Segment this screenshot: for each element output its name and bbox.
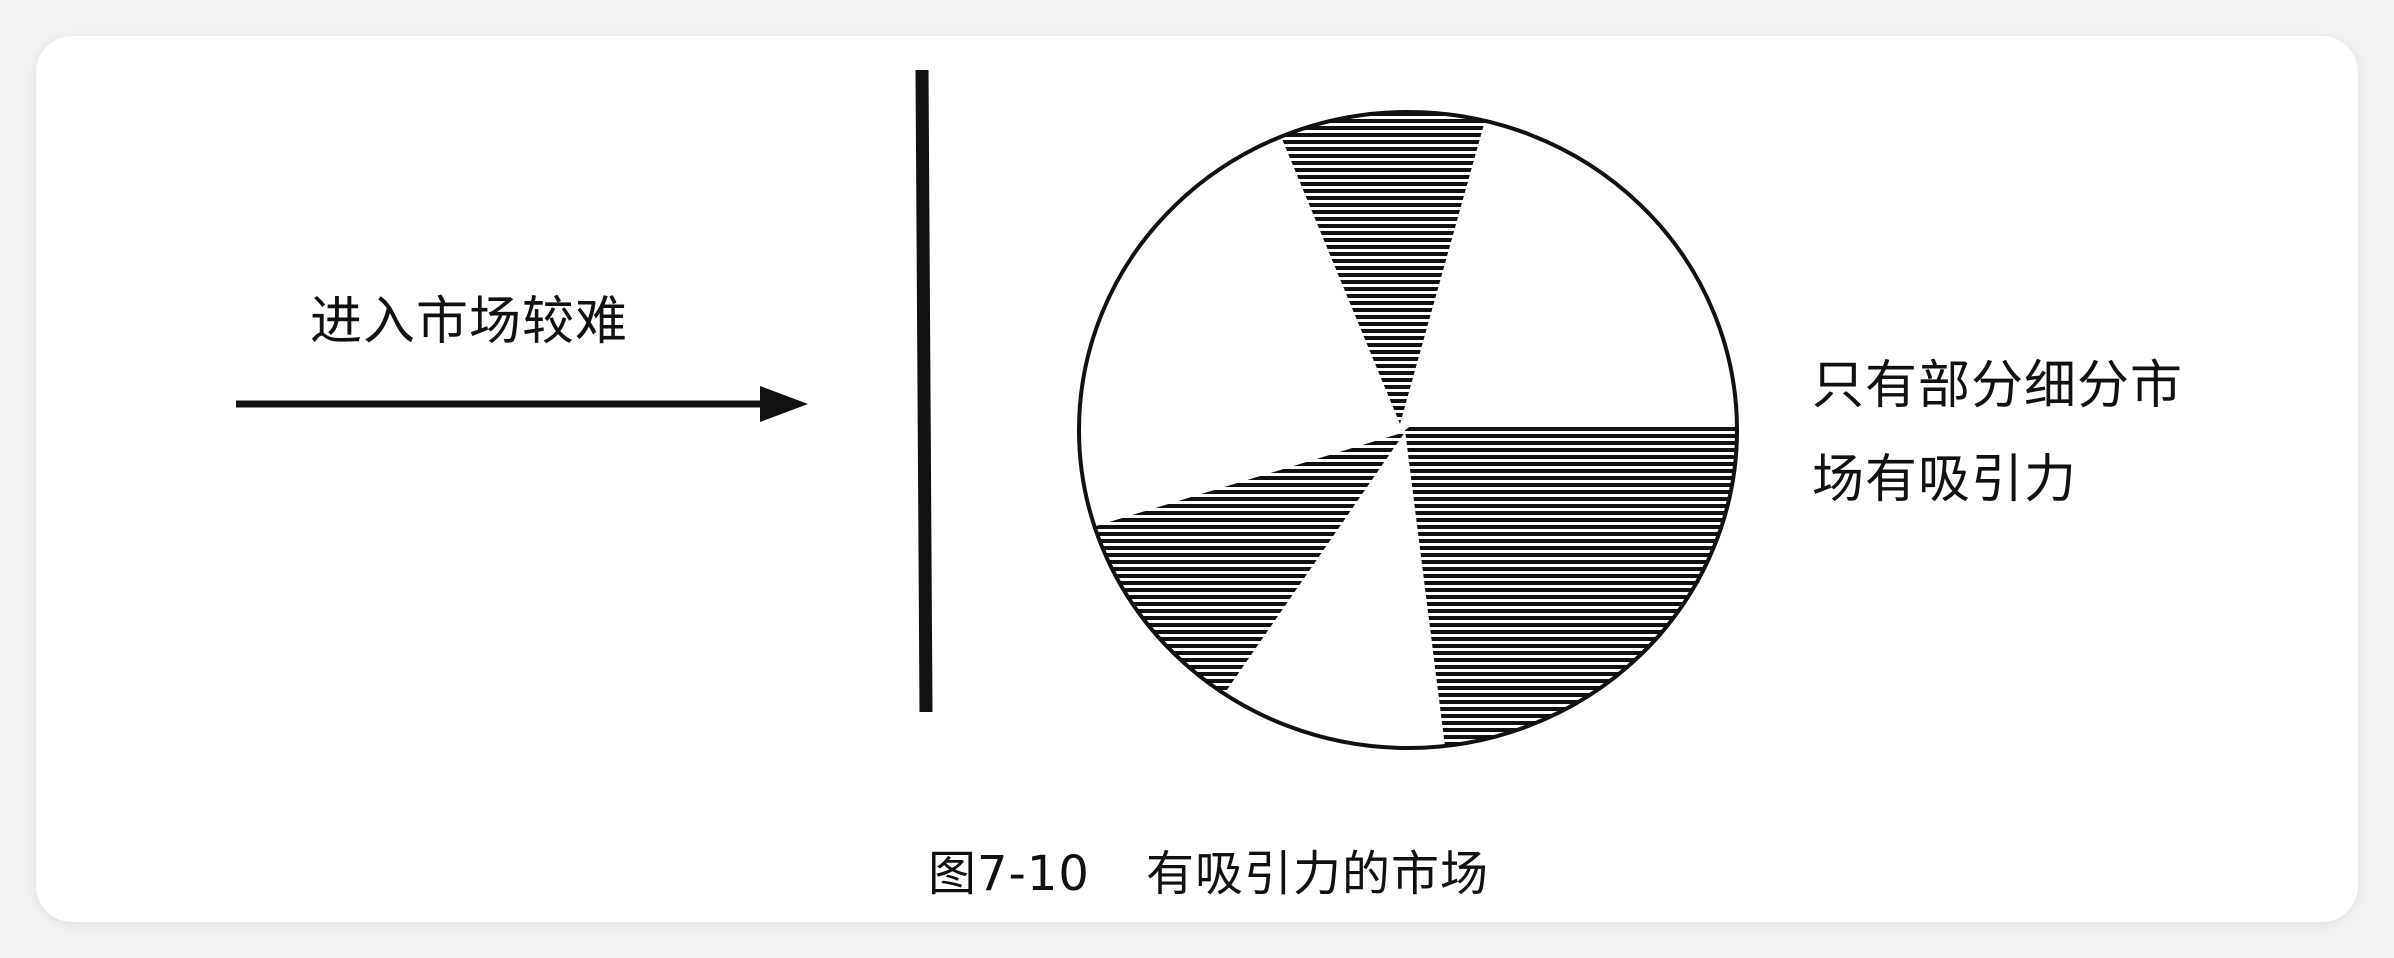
attractive-segment-top (1270, 112, 1488, 424)
entry-difficulty-label: 进入市场较难 (310, 292, 629, 352)
attractive-segment-right (1405, 426, 1737, 748)
attractive-segment-left (1079, 432, 1405, 700)
entry-arrow-head (760, 386, 808, 422)
figure-caption: 图7-10 有吸引力的市场 (928, 842, 1489, 906)
figure-title: 有吸引力的市场 (1145, 846, 1489, 902)
segment-attractiveness-label-line2: 场有吸引力 (1812, 450, 2078, 510)
figure-number: 图7-10 (928, 846, 1090, 902)
entry-barrier (915, 69, 933, 713)
attractive-segments (1079, 112, 1737, 748)
segment-attractiveness-label-line1: 只有部分细分市 (1812, 356, 2184, 416)
market-circle (1077, 110, 1739, 750)
